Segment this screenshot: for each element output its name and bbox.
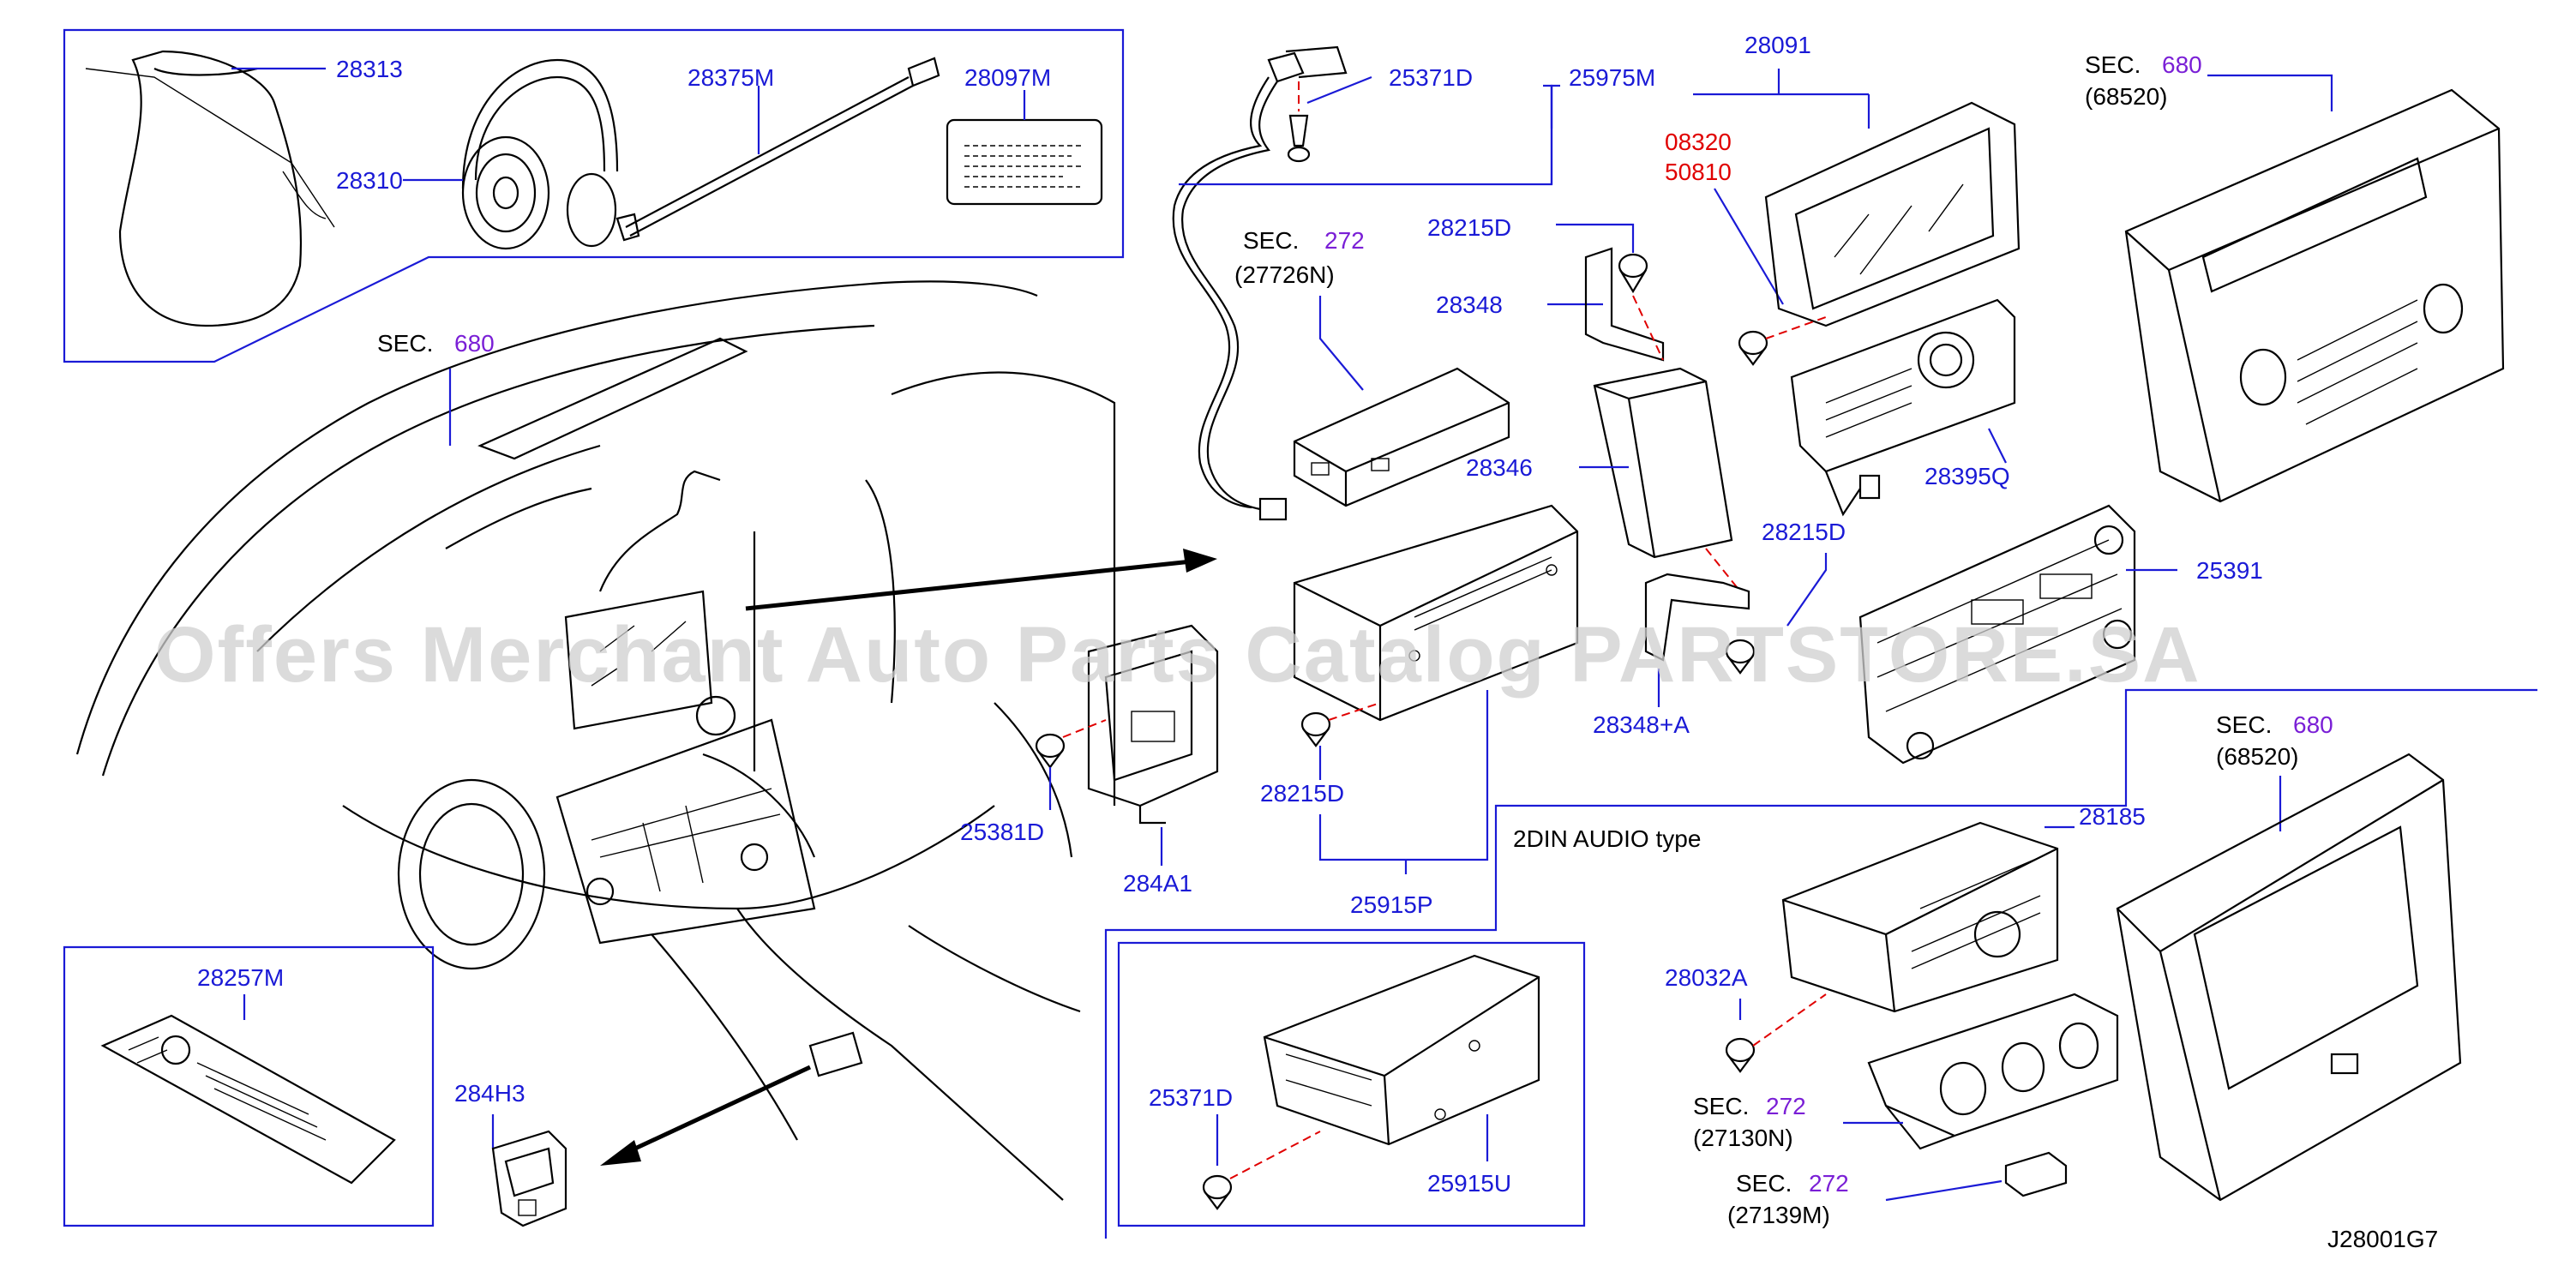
section-ref-27130n: (27130N) (1693, 1125, 1793, 1151)
module-27726n-illustration (1293, 367, 1510, 507)
section-ref-68520: (68520) (2216, 743, 2299, 770)
part-number-25381d: 25381D (960, 819, 1044, 845)
screw-lower-icon (1725, 639, 1756, 675)
part-number-28348a: 28348+A (1593, 711, 1690, 738)
section-label: SEC. (377, 330, 433, 357)
bracket-28348a-illustration (1644, 573, 1750, 662)
section-label: SEC. (1736, 1170, 1792, 1197)
2din-variant-frame (1104, 688, 2537, 1239)
callout-arrow-head-unit (745, 559, 1192, 611)
wire-harness-illustration (1172, 45, 1348, 521)
screw-screen-icon (1738, 330, 1768, 366)
screw-28032a-icon (1725, 1037, 1756, 1073)
part-number-28375m: 28375M (688, 64, 774, 91)
section-label: SEC. (2216, 711, 2272, 738)
section-ref-27726n: (27726N) (1234, 261, 1335, 288)
headphone-bag-illustration (85, 50, 335, 327)
audio-unit-25915u-illustration (1263, 954, 1540, 1146)
part-number-25975m: 25975M (1569, 64, 1655, 91)
bracket-284a1-illustration (1087, 624, 1219, 825)
screw-28215d-icon (1300, 711, 1331, 747)
section-number-680: 680 (2162, 51, 2202, 78)
usb-port-284h3-illustration (491, 1130, 567, 1227)
label-card-illustration (946, 118, 1103, 206)
part-number-25371d: 25371D (1389, 64, 1473, 91)
part-number-28346: 28346 (1466, 454, 1533, 481)
section-number-680: 680 (454, 330, 495, 357)
section-label: SEC. (1693, 1093, 1749, 1119)
climate-control-panel-illustration (1867, 993, 2119, 1150)
part-number-25915p: 25915P (1350, 891, 1433, 918)
part-number-25371d: 25371D (1149, 1084, 1233, 1111)
screw-top-icon (1618, 253, 1648, 294)
part-number-28348: 28348 (1436, 291, 1503, 318)
part-number-08320: 08320 (1665, 129, 1732, 155)
part-number-28185: 28185 (2079, 803, 2146, 830)
screw-25371d-icon (1202, 1174, 1233, 1210)
headphone-kit-frame (63, 28, 1125, 363)
part-number-28032a: 28032A (1665, 964, 1748, 991)
part-number-28215d: 28215D (1260, 780, 1344, 807)
section-number-272: 272 (1809, 1170, 1849, 1197)
remote-control-illustration (100, 1014, 396, 1185)
headphone-cable-illustration (615, 57, 940, 242)
switch-27139m-icon (2004, 1151, 2068, 1197)
section-ref-68520: (68520) (2085, 83, 2168, 110)
section-number-272: 272 (1766, 1093, 1806, 1119)
part-number-28097m: 28097M (964, 64, 1051, 91)
part-number-284a1: 284A1 (1123, 870, 1192, 897)
dashboard-illustration (75, 280, 1116, 1201)
part-number-50810: 50810 (1665, 159, 1732, 185)
finisher-panel-2din-illustration (2116, 753, 2462, 1202)
section-ref-27139m: (27139M) (1727, 1202, 1830, 1228)
section-number-272: 272 (1324, 227, 1365, 254)
module-28346-illustration (1593, 367, 1733, 559)
part-number-25915u: 25915U (1427, 1170, 1511, 1197)
part-number-28310: 28310 (336, 167, 403, 194)
audio-unit-28185-illustration (1781, 821, 2059, 1013)
part-number-28395q: 28395Q (1924, 463, 2010, 489)
finisher-panel-top-illustration (2124, 88, 2505, 503)
headphones-illustration (461, 58, 619, 250)
part-number-28091: 28091 (1744, 32, 1811, 58)
clip-screw-icon (1287, 114, 1311, 163)
arrow-head-icon (1183, 549, 1217, 573)
bracket-28348-illustration (1584, 247, 1665, 362)
section-number-680: 680 (2293, 711, 2333, 738)
section-label: SEC. (1243, 227, 1299, 254)
arrow-head-icon (600, 1140, 641, 1166)
part-number-28215d: 28215D (1762, 519, 1846, 545)
part-number-28313: 28313 (336, 56, 403, 82)
part-number-284h3: 284H3 (454, 1080, 525, 1107)
display-28091-illustration (1764, 101, 2021, 327)
part-number-28257m: 28257M (197, 964, 284, 991)
control-panel-28395q-illustration (1790, 298, 2016, 517)
diagram-code: J28001G7 (2327, 1226, 2438, 1252)
part-number-25391: 25391 (2196, 557, 2263, 584)
watermark-text: Offers Merchant Auto Parts Catalog PARTS… (154, 611, 2201, 699)
part-number-28215d: 28215D (1427, 214, 1511, 241)
audio-unit-25915p-illustration (1293, 504, 1579, 722)
audio-unit-25915u-frame (1117, 941, 1586, 1227)
switch-cluster-25391-illustration (1858, 504, 2136, 765)
remote-control-frame (63, 945, 435, 1227)
callout-arrow-usb (624, 1065, 812, 1155)
section-label: SEC. (2085, 51, 2141, 78)
variant-label: 2DIN AUDIO type (1513, 825, 1701, 852)
